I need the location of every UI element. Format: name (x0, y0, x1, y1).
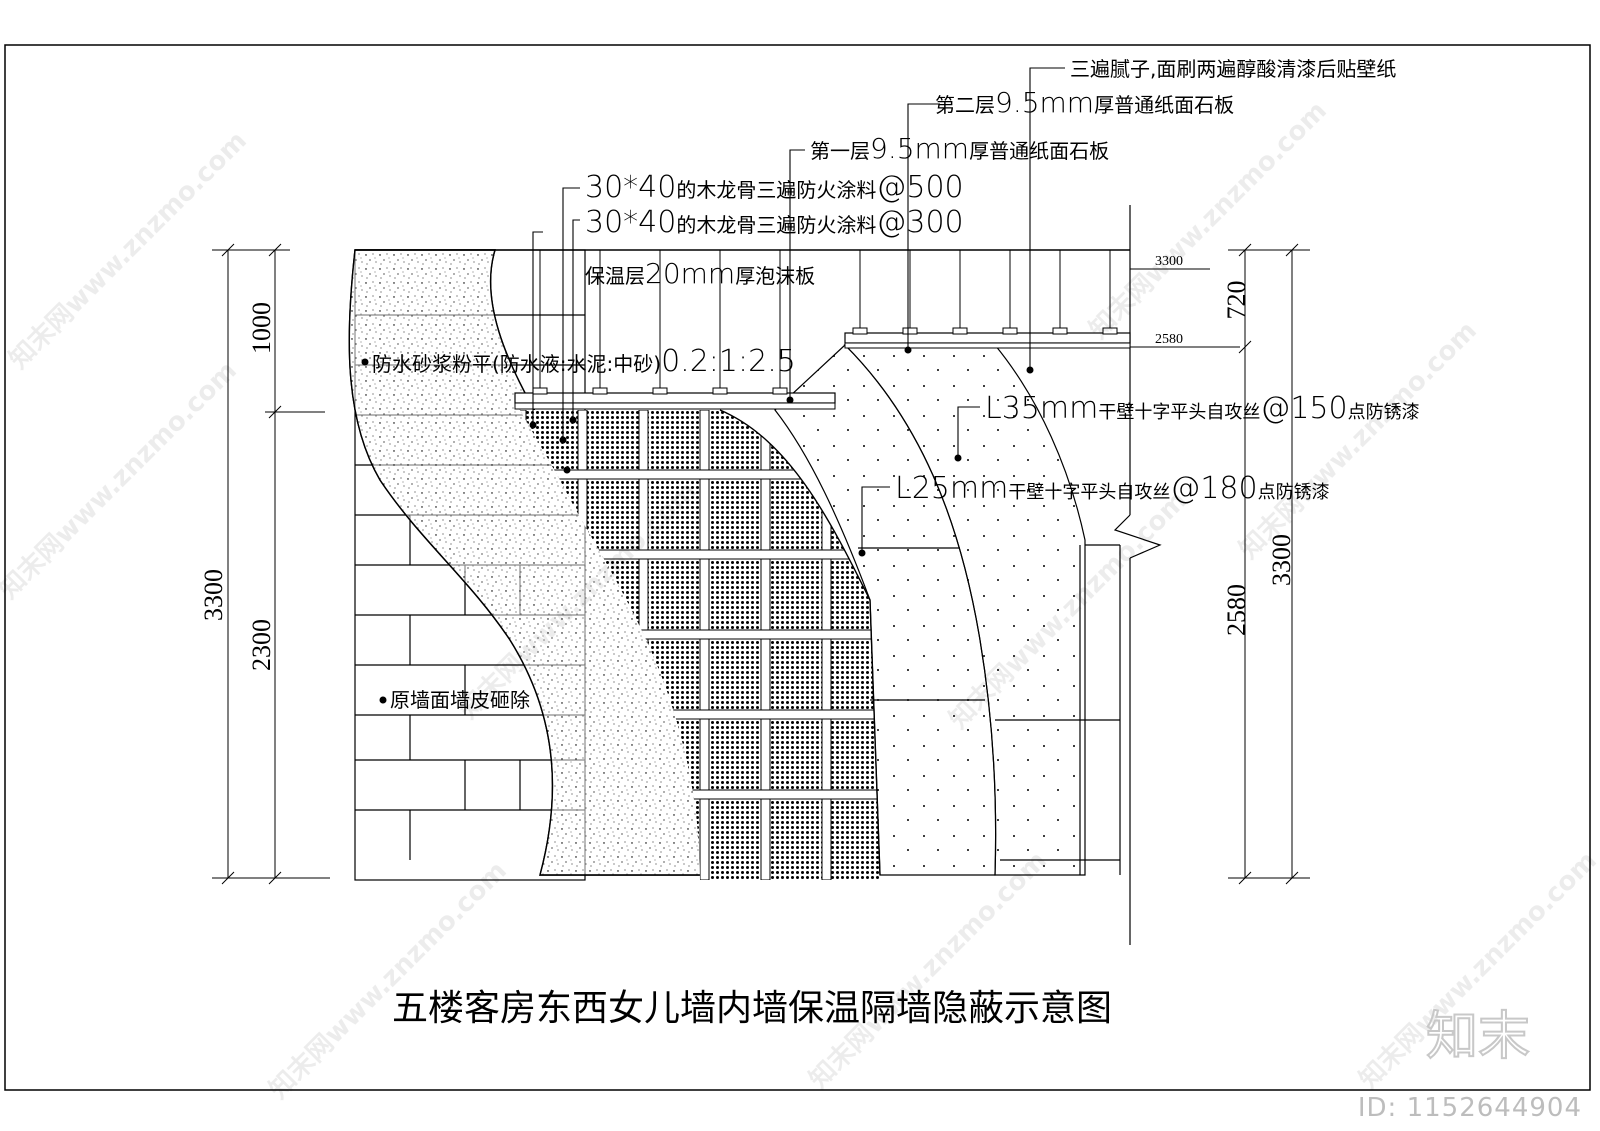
dim-right-top: 720 (1222, 281, 1251, 320)
svg-text:知末网www.znzmo.com: 知末网www.znzmo.com (804, 846, 1053, 1095)
level-lower: 2580 (1155, 332, 1183, 347)
svg-text:知末网www.znzmo.com: 知末网www.znzmo.com (1084, 96, 1333, 345)
label-putty: 三遍腻子,面刷两遍醇酸清漆后贴壁纸 (1070, 57, 1396, 81)
svg-text:知末网www.znzmo.com: 知末网www.znzmo.com (1234, 316, 1483, 565)
dim-right-bottom: 2580 (1222, 584, 1251, 636)
dim-left-bottom: 2300 (247, 619, 276, 671)
label-layer1: 第一层9.5mm厚普通纸面石板 (810, 132, 1109, 165)
svg-text:知末网www.znzmo.com: 知末网www.znzmo.com (0, 356, 243, 605)
drawing-frame (4, 44, 1591, 1091)
label-layer2: 第二层9.5mm厚普通纸面石板 (935, 86, 1234, 119)
gypsum-board-layer-2 (843, 344, 1086, 876)
dim-left-total: 3300 (199, 569, 228, 621)
label-screw-25: L25mm干壁十字平头自攻丝@180点防锈漆 (895, 471, 1330, 506)
label-screw-35: L35mm干壁十字平头自攻丝@150点防锈漆 (985, 391, 1420, 426)
label-keel-300: 30*40的木龙骨三遍防火涂料@300 (585, 205, 964, 240)
break-line (1085, 205, 1162, 945)
right-dimension (1228, 243, 1310, 885)
label-original-wall: 原墙面墙皮砸除 (390, 688, 530, 712)
dim-right-total: 3300 (1267, 534, 1296, 586)
drawing-title: 五楼客房东西女儿墙内墙保温隔墙隐蔽示意图 (392, 988, 1112, 1029)
ceiling-structure (355, 249, 1240, 410)
svg-text:知末网www.znzmo.com: 知末网www.znzmo.com (264, 856, 513, 1105)
level-upper: 3300 (1155, 254, 1183, 269)
label-keel-500: 30*40的木龙骨三遍防火涂料@500 (585, 170, 964, 205)
leader-dots (361, 346, 1034, 704)
watermark-logo: 知末 (1425, 1006, 1531, 1068)
left-dimension (212, 243, 330, 885)
label-waterproof: 防水砂浆粉平(防水液:水泥:中砂)0.2:1:2.5 (372, 344, 796, 379)
image-id: ID: 1152644904 (1357, 1093, 1582, 1123)
label-insulation: 保温层20mm厚泡沫板 (585, 257, 815, 290)
dim-left-top: 1000 (247, 302, 276, 354)
leader-lines (532, 67, 1065, 553)
